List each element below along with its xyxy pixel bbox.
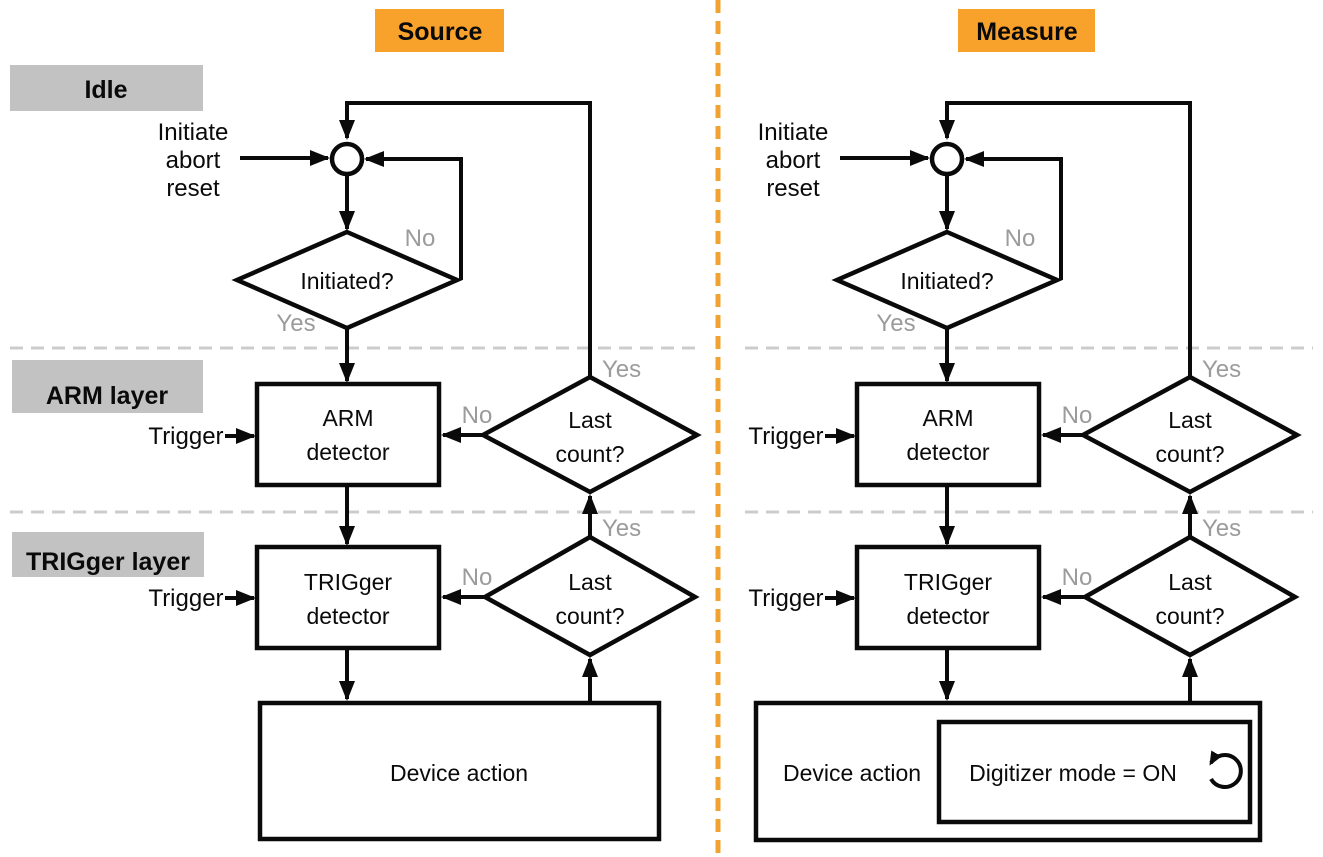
source-no-loop-line [364, 151, 463, 280]
measure-arm-lastcount-diamond [1078, 374, 1302, 495]
source-arm-detector-text-1: ARM [322, 405, 373, 431]
measure-arm-no-label: No [1062, 402, 1093, 429]
measure-trigger-detector-text-2: detector [906, 603, 989, 629]
source-trig-lastcount-text-1: Last [568, 569, 612, 595]
source-trig-no-label: No [462, 564, 493, 591]
measure-device-action-text: Device action [783, 760, 921, 786]
idle-layer-text: Idle [84, 76, 127, 104]
measure-junction-circle [929, 141, 965, 177]
measure-arm-lastcount-text-1: Last [1168, 407, 1212, 433]
source-initiated-text: Initiated? [300, 268, 393, 294]
source-trigger-detector-box [254, 544, 442, 651]
arm-layer-text: ARM layer [46, 382, 169, 410]
trigger-layer-label: TRIGger layer [12, 532, 204, 577]
measure-trig-trigger-label: Trigger [748, 585, 823, 612]
measure-initiate-label-3: reset [766, 175, 820, 202]
arm-layer-box [12, 360, 203, 413]
source-header-box [375, 9, 504, 52]
measure-header-label: Measure [976, 18, 1078, 46]
measure-arm-lastcount-text-2: count? [1155, 441, 1224, 467]
source-trig-trigger-label: Trigger [148, 585, 223, 612]
source-header-label: Source [398, 18, 483, 46]
trigger-layer-text: TRIGger layer [26, 548, 190, 576]
source-initiate-label-3: reset [166, 175, 220, 202]
source-initiate-label-1: Initiate [158, 119, 229, 146]
source-initiate-label-2: abort [166, 147, 221, 174]
source-initiated-diamond [231, 229, 463, 331]
source-header: Source [375, 9, 504, 52]
measure-initiated-no-label: No [1005, 225, 1036, 252]
source-junction-circle [329, 141, 365, 177]
source-arm-detector-text-2: detector [306, 439, 389, 465]
source-trig-lastcount-diamond [480, 534, 700, 658]
measure-arm-trigger-label: Trigger [748, 423, 823, 450]
measure-no-loop-line [964, 151, 1063, 280]
measure-trig-lastcount-text-2: count? [1155, 603, 1224, 629]
measure-header-box [958, 9, 1095, 52]
measure-initiate-label-1: Initiate [758, 119, 829, 146]
measure-header: Measure [958, 9, 1095, 52]
measure-arm-detector-box [854, 381, 1042, 488]
source-flowchart: Initiate abort reset No Initiated? Yes T… [148, 101, 702, 842]
trigger-layer-box [12, 532, 204, 577]
measure-arm-detector-text-2: detector [906, 439, 989, 465]
source-arm-lastcount-text-1: Last [568, 407, 612, 433]
source-trigger-detector-text-2: detector [306, 603, 389, 629]
source-trigger-detector-text-1: TRIGger [304, 569, 393, 595]
source-initiated-no-label: No [405, 225, 436, 252]
loop-icon [1209, 750, 1243, 789]
measure-yes-return-line [939, 101, 1192, 377]
source-arm-trigger-label: Trigger [148, 423, 223, 450]
source-arm-lastcount-text-2: count? [555, 441, 624, 467]
idle-layer-box [10, 65, 203, 111]
measure-trigger-detector-box [854, 544, 1042, 651]
measure-initiated-text: Initiated? [900, 268, 993, 294]
measure-initiate-label-2: abort [766, 147, 821, 174]
measure-flowchart: Initiate abort reset No Initiated? Yes T… [748, 101, 1302, 843]
source-arm-lastcount-diamond [478, 374, 702, 495]
measure-arm-yes-label: Yes [1202, 356, 1241, 383]
source-yes-return-line [339, 101, 592, 377]
arm-layer-label: ARM layer [12, 360, 203, 413]
source-arm-yes-label: Yes [602, 356, 641, 383]
source-arm-no-label: No [462, 402, 493, 429]
measure-trig-lastcount-diamond [1080, 534, 1300, 658]
measure-arm-detector-text-1: ARM [922, 405, 973, 431]
source-initiated-yes-label: Yes [276, 310, 315, 337]
source-device-action-box [257, 700, 662, 842]
measure-initiated-diamond [831, 229, 1063, 331]
measure-trigger-detector-text-1: TRIGger [904, 569, 993, 595]
source-arm-detector-box [254, 381, 442, 488]
measure-digitizer-mode-box [936, 719, 1253, 825]
measure-trig-yes-label: Yes [1202, 515, 1241, 542]
idle-layer-label: Idle [10, 65, 203, 111]
measure-initiated-yes-label: Yes [876, 310, 915, 337]
measure-trig-lastcount-text-1: Last [1168, 569, 1212, 595]
source-device-action-text: Device action [390, 760, 528, 786]
measure-trig-no-label: No [1062, 564, 1093, 591]
measure-digitizer-mode-text: Digitizer mode = ON [969, 760, 1177, 786]
source-trig-yes-label: Yes [602, 515, 641, 542]
source-trig-lastcount-text-2: count? [555, 603, 624, 629]
